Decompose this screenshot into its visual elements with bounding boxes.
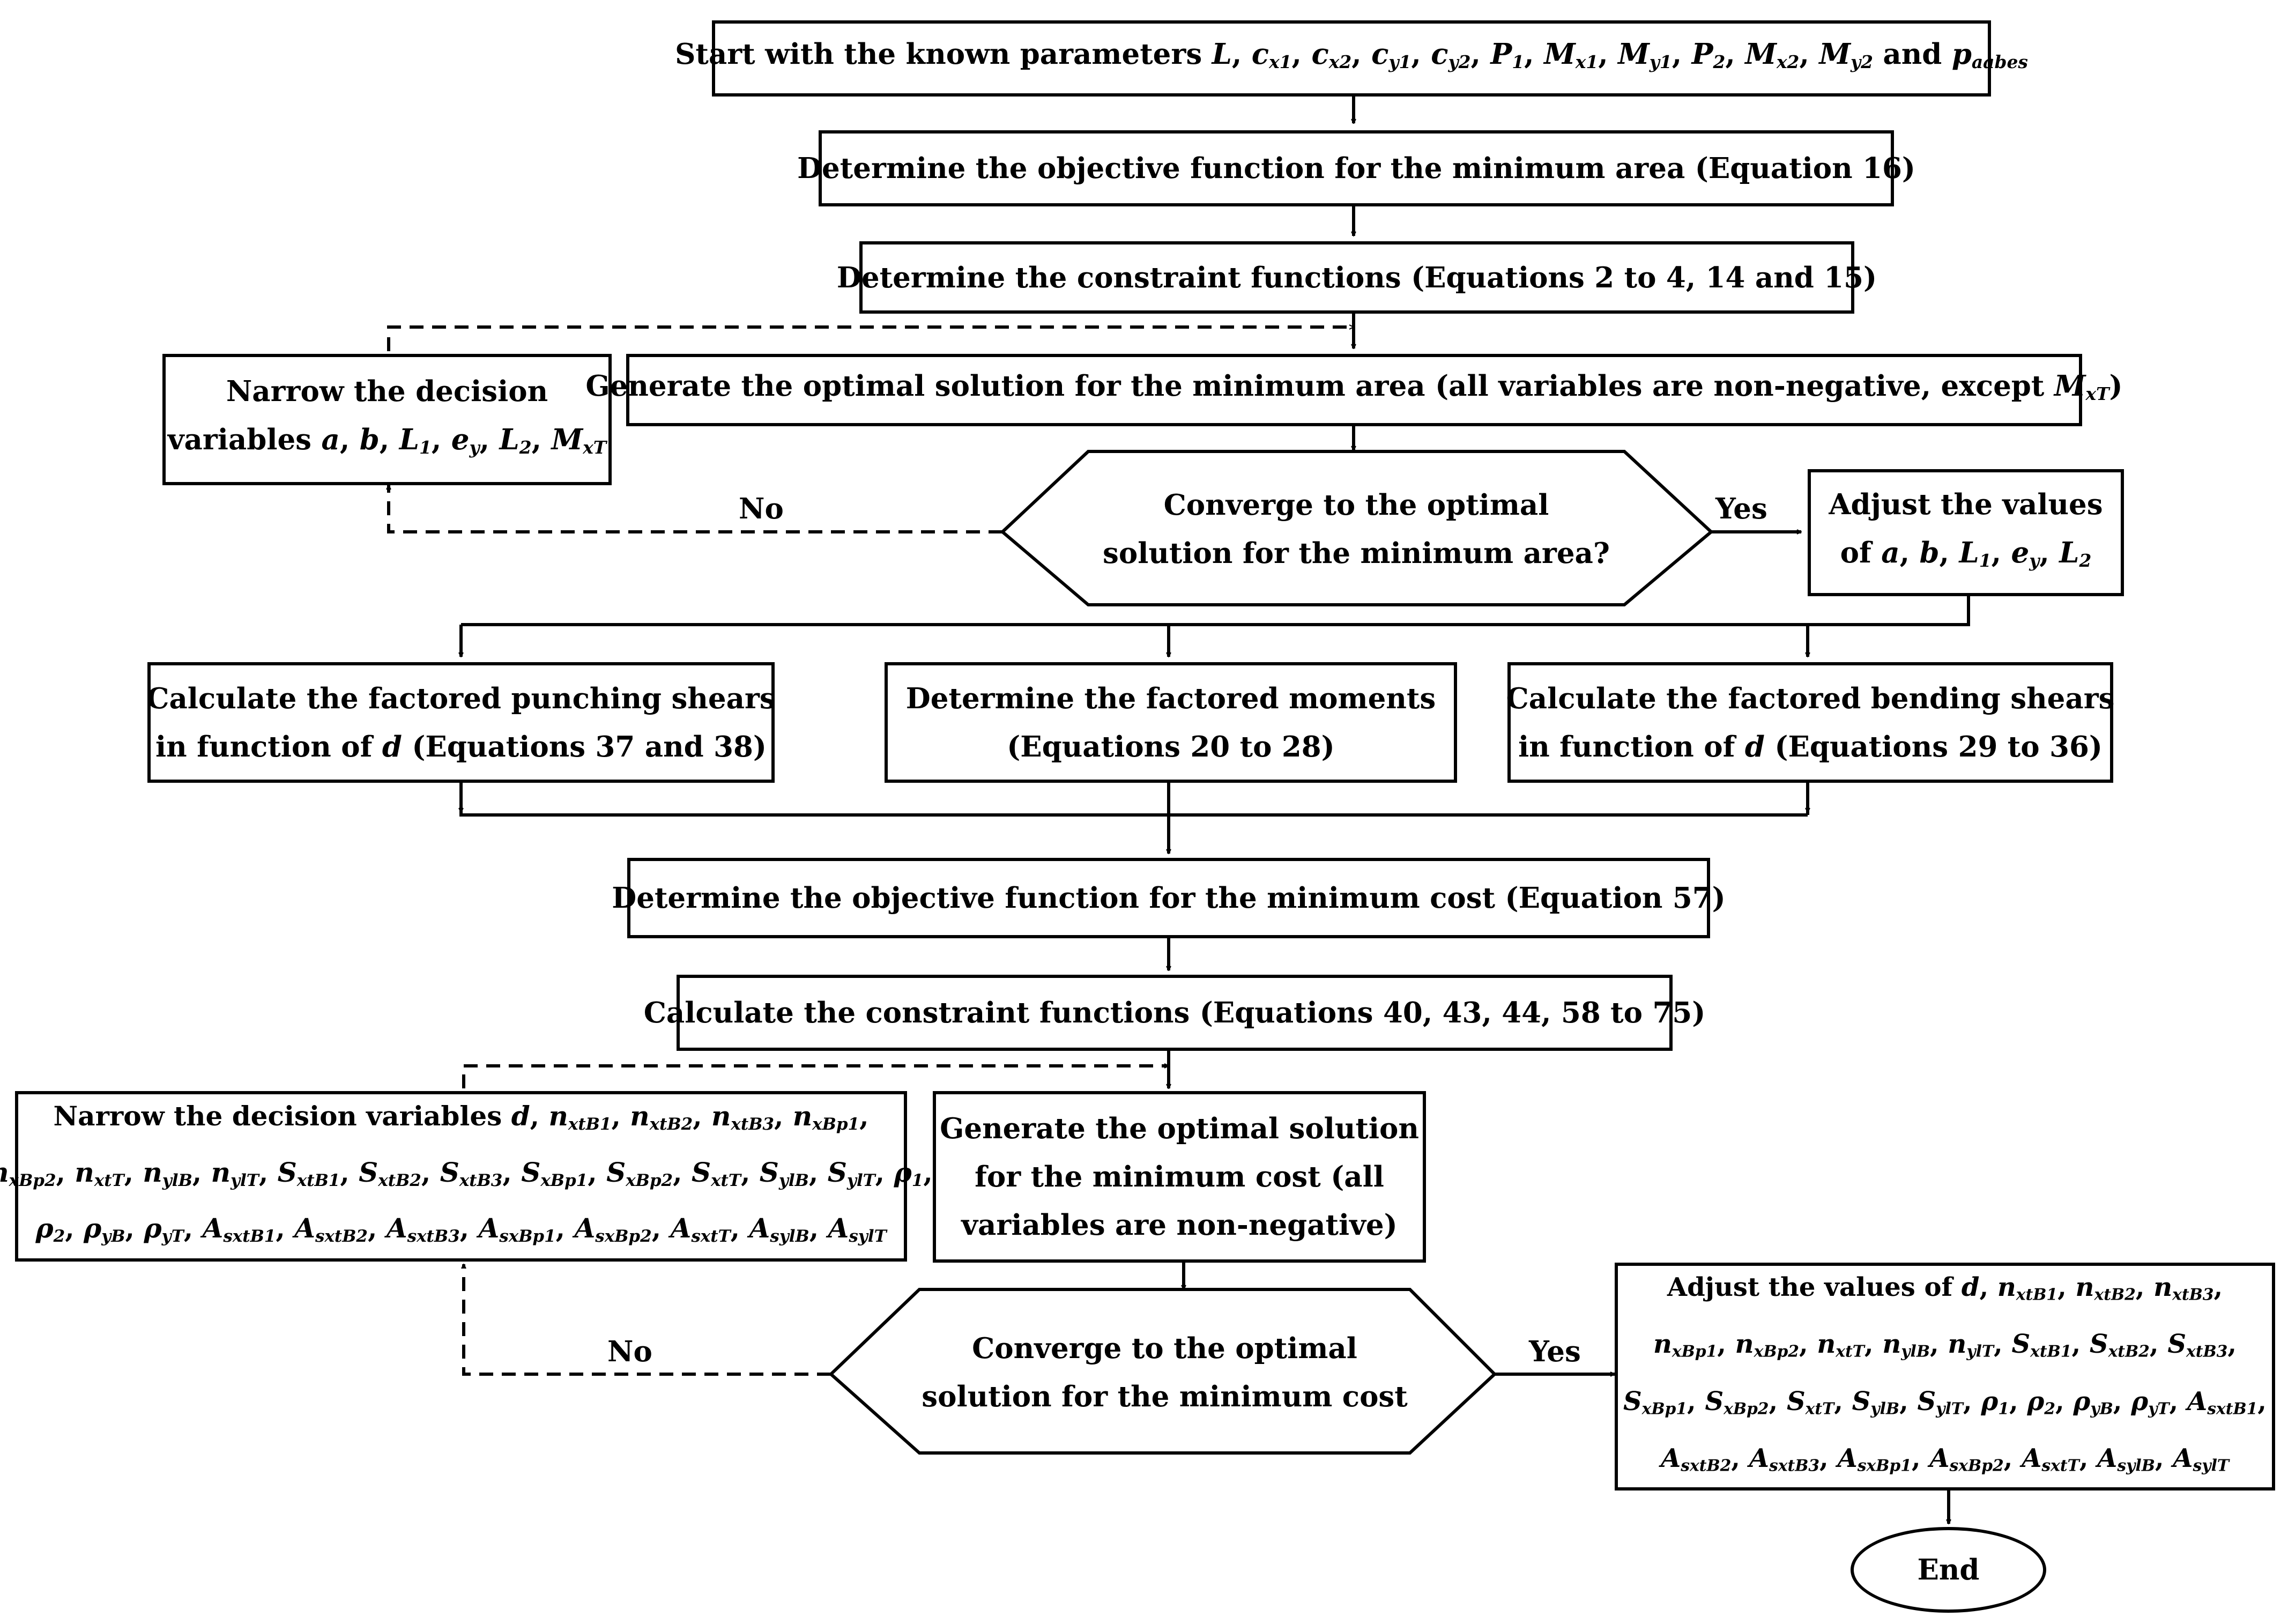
- converge-area-line-1: Converge to the optimal: [1163, 488, 1549, 522]
- start-text: Start with the known parameters L, cx1, …: [675, 38, 2028, 73]
- edge-narrow-2-loop: [462, 1066, 1169, 1088]
- edge-conv-cost-no: [464, 1264, 831, 1376]
- constraints-cost-text: Calculate the constraint functions (Equa…: [643, 996, 1706, 1029]
- constraints-cost-box: Calculate the constraint functions (Equa…: [644, 975, 1705, 1051]
- adjust-values-2-box: Adjust the values of d, nxtB1, nxtB2, nx…: [1615, 1263, 2275, 1490]
- adjust-values-1-box: Adjust the values of a, b, L1, ey, L2: [1808, 469, 2124, 596]
- decision-converge-cost-shape: [828, 1288, 1497, 1455]
- edge-adjust-1-down: [461, 596, 1970, 626]
- edge-label-no-1: No: [739, 492, 784, 525]
- start-box: Start with the known parameters L, cx1, …: [675, 20, 2028, 97]
- narrow-variables-2-line-2: nxBp2, nxtT, nylB, nylT, SxtB1, SxtB2, S…: [0, 1156, 933, 1190]
- constraints-area-text: Determine the constraint functions (Equa…: [836, 261, 1877, 294]
- end-text: End: [1917, 1553, 1980, 1586]
- generate-cost-line-3: variables are non-negative): [961, 1208, 1398, 1242]
- objective-cost-box: Determine the objective function for the…: [612, 858, 1726, 938]
- objective-area-box: Determine the objective function for the…: [797, 130, 1915, 206]
- generate-area-text: Generate the optimal solution for the mi…: [585, 369, 2123, 405]
- adjust-values-1-line-2: of a, b, L1, ey, L2: [1840, 536, 2092, 572]
- converge-cost-line-2: solution for the minimum cost: [922, 1380, 1408, 1413]
- converge-area-line-2: solution for the minimum area?: [1103, 537, 1610, 570]
- adjust-values-1-line-1: Adjust the values: [1829, 487, 2103, 521]
- narrow-variables-2-line-1: Narrow the decision variables d, nxtB1, …: [53, 1100, 869, 1134]
- factored-moments-box: Determine the factored moments (Equation…: [885, 662, 1457, 783]
- punching-shears-line-2: in function of d (Equations 37 and 38): [155, 730, 767, 763]
- edge-label-yes-1: Yes: [1715, 492, 1767, 525]
- factored-moments-line-2: (Equations 20 to 28): [1007, 730, 1335, 763]
- adjust-values-2-line-2: nxBp1, nxBp2, nxtT, nylB, nylT, SxtB1, S…: [1653, 1329, 2237, 1361]
- narrow-variables-1-line-2: variables a, b, L1, ey, L2, MxT: [167, 422, 607, 458]
- adjust-values-2-line-3: SxBp1, SxBp2, SxtT, SylB, SylT, ρ1, ρ2, …: [1623, 1386, 2267, 1418]
- objective-area-text: Determine the objective function for the…: [797, 152, 1915, 185]
- objective-cost-text: Determine the objective function for the…: [612, 881, 1726, 915]
- punching-shears-box: Calculate the factored punching shears i…: [146, 662, 776, 783]
- constraints-area-box: Determine the constraint functions (Equa…: [837, 241, 1877, 314]
- generate-cost-line-2: for the minimum cost (all: [975, 1160, 1384, 1193]
- generate-cost-line-1: Generate the optimal solution: [940, 1112, 1419, 1145]
- edge-narrow-1-loop: [387, 327, 1354, 351]
- generate-cost-box: Generate the optimal solution for the mi…: [933, 1091, 1426, 1263]
- factored-moments-line-1: Determine the factored moments: [905, 681, 1436, 715]
- narrow-variables-1-line-1: Narrow the decision: [226, 374, 548, 408]
- edge-merge-line: [459, 783, 1809, 817]
- edge-label-no-2: No: [607, 1335, 652, 1368]
- bending-shears-line-2: in function of d (Equations 29 to 36): [1518, 730, 2103, 763]
- adjust-values-2-line-4: AsxtB2, AsxtB3, AsxBp1, AsxBp2, AsxtT, A…: [1660, 1443, 2230, 1475]
- converge-area-label: Converge to the optimal solution for the…: [1088, 457, 1624, 602]
- bending-shears-line-1: Calculate the factored bending shears: [1506, 681, 2115, 715]
- decision-converge-area-shape: [1000, 450, 1714, 606]
- narrow-variables-1-box: Narrow the decision variables a, b, L1, …: [162, 354, 612, 485]
- generate-area-box: Generate the optimal solution for the mi…: [585, 354, 2123, 426]
- narrow-variables-2-line-3: ρ2, ρyB, ρyT, AsxtB1, AsxtB2, AsxtB3, As…: [35, 1212, 887, 1247]
- narrow-variables-2-box: Narrow the decision variables d, nxtB1, …: [0, 1091, 933, 1262]
- edge-label-yes-2: Yes: [1529, 1335, 1581, 1368]
- converge-cost-label: Converge to the optimal solution for the…: [919, 1295, 1410, 1450]
- adjust-values-2-line-1: Adjust the values of d, nxtB1, nxtB2, nx…: [1667, 1272, 2223, 1304]
- bending-shears-box: Calculate the factored bending shears in…: [1506, 662, 2115, 783]
- edge-conv-area-no: [389, 485, 1002, 533]
- end-terminator: End: [1851, 1527, 2046, 1613]
- converge-cost-line-1: Converge to the optimal: [972, 1332, 1357, 1365]
- punching-shears-line-1: Calculate the factored punching shears: [146, 681, 776, 715]
